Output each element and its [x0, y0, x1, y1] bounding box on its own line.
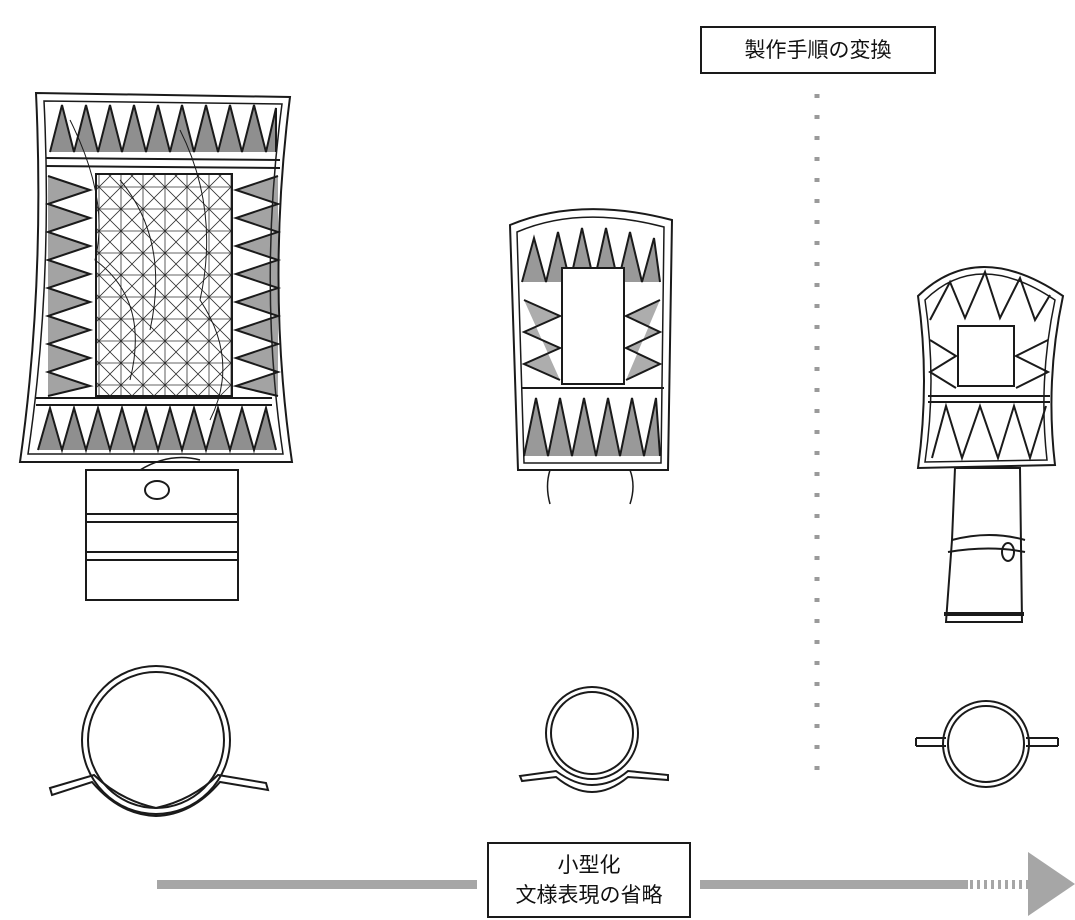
artifact-large-cross-section	[48, 665, 270, 818]
arrow-caption: 小型化 文様表現の省略	[487, 842, 691, 918]
process-change-label: 製作手順の変換	[700, 26, 936, 74]
arrow-caption-line2: 文様表現の省略	[515, 883, 663, 907]
artifact-large-front-view	[18, 91, 294, 601]
artifact-small-cross-section	[518, 686, 669, 794]
arrow-caption-line1: 小型化	[557, 853, 621, 877]
artifact-remade-cross-section	[915, 700, 1059, 788]
artifact-small-front-view	[508, 208, 674, 505]
artifact-remade-front-view	[916, 266, 1065, 623]
progress-arrow	[157, 852, 1075, 916]
